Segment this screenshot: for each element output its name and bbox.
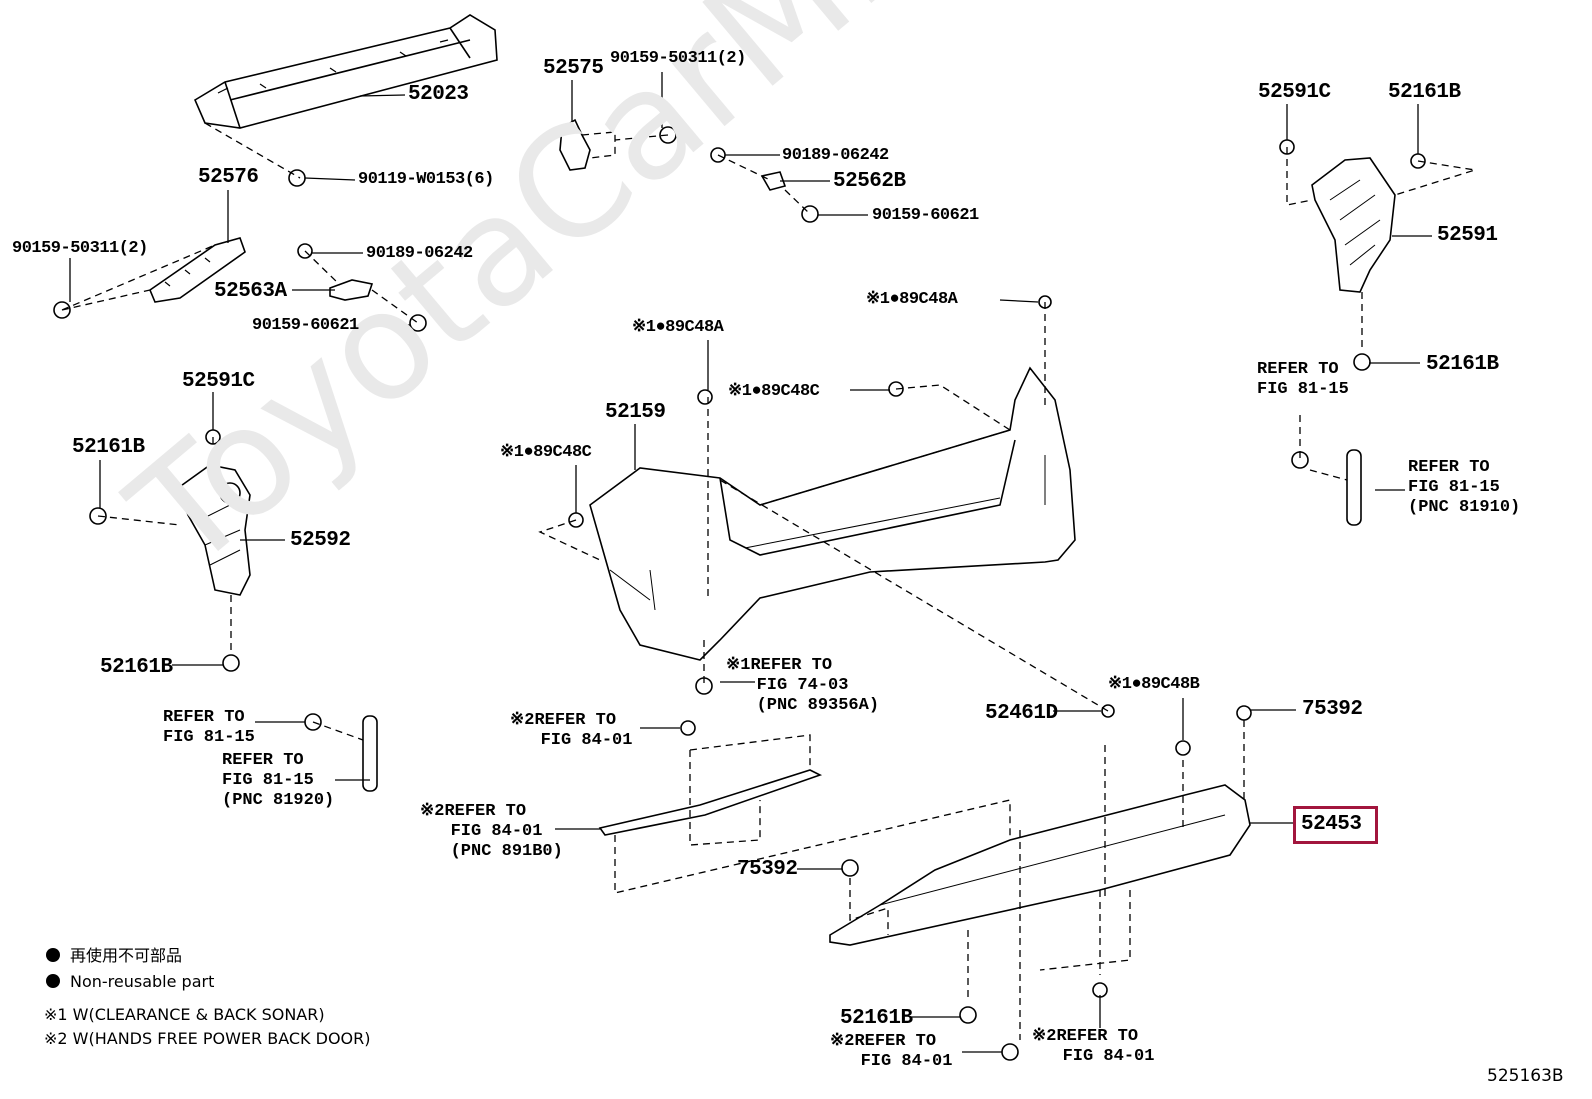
part-label-90189-06242-mid[interactable]: 90189-06242 bbox=[782, 146, 889, 165]
lower-cover-52453 bbox=[829, 784, 1251, 946]
refer-pnc-81910[interactable]: REFER TO FIG 81-15 (PNC 81910) bbox=[1408, 458, 1521, 517]
part-label-52453[interactable]: 52453 bbox=[1301, 813, 1362, 836]
refer-fig-81-15-right[interactable]: REFER TO FIG 81-15 bbox=[1257, 360, 1349, 399]
legend-note-2: ※2 W(HANDS FREE POWER BACK DOOR) bbox=[44, 1029, 371, 1048]
part-label-90159-60621-left[interactable]: 90159-60621 bbox=[252, 316, 359, 335]
part-label-52592[interactable]: 52592 bbox=[290, 529, 351, 552]
side-bracket-52591 bbox=[1311, 157, 1396, 293]
part-label-52575[interactable]: 52575 bbox=[543, 57, 604, 80]
reflector-left bbox=[362, 715, 378, 792]
assembly-lines bbox=[61, 122, 1476, 1040]
sensor-wiring bbox=[598, 769, 823, 836]
legend-jp-text: 再使用不可部品 bbox=[70, 946, 183, 965]
part-label-52023[interactable]: 52023 bbox=[408, 83, 469, 106]
side-bracket-52592 bbox=[177, 464, 251, 596]
part-label-52461d[interactable]: 52461D bbox=[985, 702, 1058, 725]
part-label-90159-50311-left[interactable]: 90159-50311(2) bbox=[12, 239, 148, 258]
legend-note-1: ※1 W(CLEARANCE & BACK SONAR) bbox=[44, 1005, 325, 1024]
part-label-52562b[interactable]: 52562B bbox=[833, 170, 906, 193]
part-label-52159[interactable]: 52159 bbox=[605, 401, 666, 424]
legend-non-reusable-en: Non-reusable part bbox=[46, 974, 214, 990]
non-reusable-dot-icon bbox=[46, 948, 60, 962]
leader-lines bbox=[69, 72, 1432, 1053]
refer-pnc-891b0[interactable]: ※2REFER TO FIG 84-01 (PNC 891B0) bbox=[420, 802, 563, 861]
part-label-52591[interactable]: 52591 bbox=[1437, 224, 1498, 247]
refer-fig-84-01-bottom-left[interactable]: ※2REFER TO FIG 84-01 bbox=[830, 1032, 953, 1071]
reflector-right bbox=[1346, 449, 1362, 526]
bracket-52576 bbox=[149, 237, 246, 303]
refer-pnc-89356a[interactable]: ※1REFER TO FIG 74-03 (PNC 89356A) bbox=[726, 656, 880, 715]
diagram-code: 525163B bbox=[1487, 1066, 1564, 1086]
part-label-52591c-left[interactable]: 52591C bbox=[182, 370, 255, 393]
legend-non-reusable-jp: 再使用不可部品 bbox=[46, 948, 182, 964]
part-label-75392-right[interactable]: 75392 bbox=[1302, 698, 1363, 721]
part-label-52161b-right-top[interactable]: 52161B bbox=[1388, 81, 1461, 104]
part-label-90159-60621-mid[interactable]: 90159-60621 bbox=[872, 206, 979, 225]
refer-fig-81-15-left[interactable]: REFER TO FIG 81-15 bbox=[163, 708, 255, 747]
part-label-90119-w0153[interactable]: 90119-W0153(6) bbox=[358, 170, 494, 189]
refer-pnc-81920[interactable]: REFER TO FIG 81-15 (PNC 81920) bbox=[222, 751, 335, 810]
part-label-52161b-bottom[interactable]: 52161B bbox=[840, 1007, 913, 1030]
bracket-52562b bbox=[760, 171, 787, 191]
part-label-90189-06242-left[interactable]: 90189-06242 bbox=[366, 244, 473, 263]
legend-en-text: Non-reusable part bbox=[70, 972, 215, 991]
part-label-52161b-left-top[interactable]: 52161B bbox=[72, 436, 145, 459]
bracket-52575 bbox=[559, 118, 591, 171]
reinforcement-part bbox=[193, 14, 498, 129]
part-label-89c48c-left[interactable]: ※1●89C48C bbox=[500, 443, 592, 462]
part-label-52591c-right[interactable]: 52591C bbox=[1258, 81, 1331, 104]
part-label-90159-50311-top[interactable]: 90159-50311(2) bbox=[610, 49, 746, 68]
part-label-75392-bottom[interactable]: 75392 bbox=[737, 858, 798, 881]
part-label-52576[interactable]: 52576 bbox=[198, 166, 259, 189]
part-label-52161b-right-mid[interactable]: 52161B bbox=[1426, 353, 1499, 376]
highlight-box bbox=[1293, 806, 1378, 844]
refer-fig-84-01-top[interactable]: ※2REFER TO FIG 84-01 bbox=[510, 711, 633, 750]
part-label-89c48b[interactable]: ※1●89C48B bbox=[1108, 675, 1200, 694]
part-label-52161b-left-bot[interactable]: 52161B bbox=[100, 656, 173, 679]
part-label-89c48c-mid[interactable]: ※1●89C48C bbox=[728, 382, 820, 401]
part-label-89c48a-right[interactable]: ※1●89C48A bbox=[866, 290, 958, 309]
non-reusable-dot-icon bbox=[46, 974, 60, 988]
part-label-52563a[interactable]: 52563A bbox=[214, 280, 287, 303]
refer-fig-84-01-bottom-right[interactable]: ※2REFER TO FIG 84-01 bbox=[1032, 1027, 1155, 1066]
bracket-52563a bbox=[329, 279, 374, 301]
part-label-89c48a-mid[interactable]: ※1●89C48A bbox=[632, 318, 724, 337]
